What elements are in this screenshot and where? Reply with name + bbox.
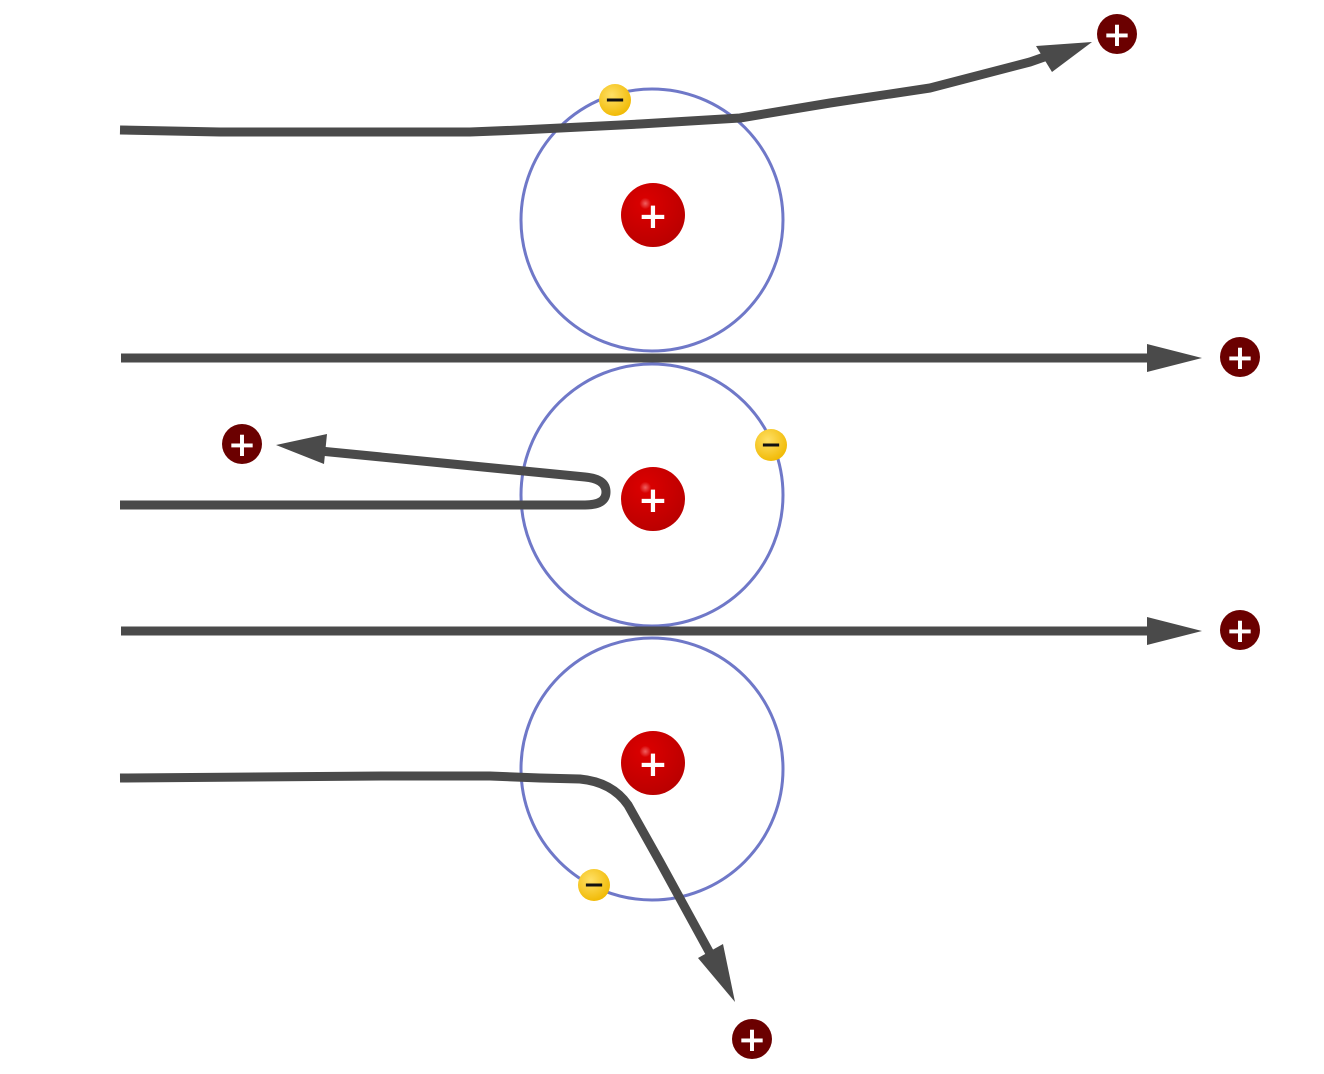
trajectory-passes-straight-2 [121, 617, 1202, 645]
alpha-charge-label: + [228, 425, 257, 465]
trajectory-line [119, 771, 716, 960]
nucleus-charge-label: + [638, 480, 668, 521]
alpha-particle-passes-straight-2: + [1220, 610, 1260, 651]
trajectory-deflected-downward [119, 771, 735, 1002]
alpha-particle-bounces-back: + [222, 424, 262, 465]
electron-atom-top: − [599, 84, 631, 116]
electron-charge-label: − [760, 430, 782, 460]
alpha-charge-label: + [1226, 338, 1255, 378]
alpha-particle-deflected-slightly-upward: + [1097, 14, 1137, 55]
nucleus-atom-middle: + [621, 467, 685, 531]
electron-atom-middle: − [755, 429, 787, 461]
trajectory-passes-straight-1 [121, 344, 1202, 372]
arrowhead [1147, 617, 1202, 645]
arrowhead [276, 434, 327, 464]
alpha-charge-label: + [738, 1020, 767, 1060]
alpha-charge-label: + [1103, 15, 1132, 55]
nucleus-charge-label: + [638, 744, 668, 785]
alpha-particle-deflected-downward: + [732, 1019, 772, 1060]
alpha-charge-label: + [1226, 611, 1255, 651]
trajectory-deflected-slightly-upward [119, 42, 1092, 137]
arrowhead [698, 944, 735, 1002]
orbit-atom-top [519, 87, 785, 353]
electron-charge-label: − [583, 870, 605, 900]
trajectory-line [119, 50, 1052, 137]
electron-charge-label: − [604, 85, 626, 115]
orbit-atom-bottom [519, 636, 785, 902]
nucleus-charge-label: + [638, 196, 668, 237]
nucleus-atom-top: + [621, 183, 685, 247]
arrowhead [1036, 42, 1092, 72]
orbit-atom-middle [519, 362, 785, 628]
nucleus-atom-bottom: + [621, 731, 685, 795]
electron-atom-bottom: − [578, 869, 610, 901]
alpha-particle-passes-straight-1: + [1220, 337, 1260, 378]
arrowhead [1147, 344, 1202, 372]
trajectory-line [120, 446, 611, 510]
trajectory-bounces-back [120, 434, 611, 510]
